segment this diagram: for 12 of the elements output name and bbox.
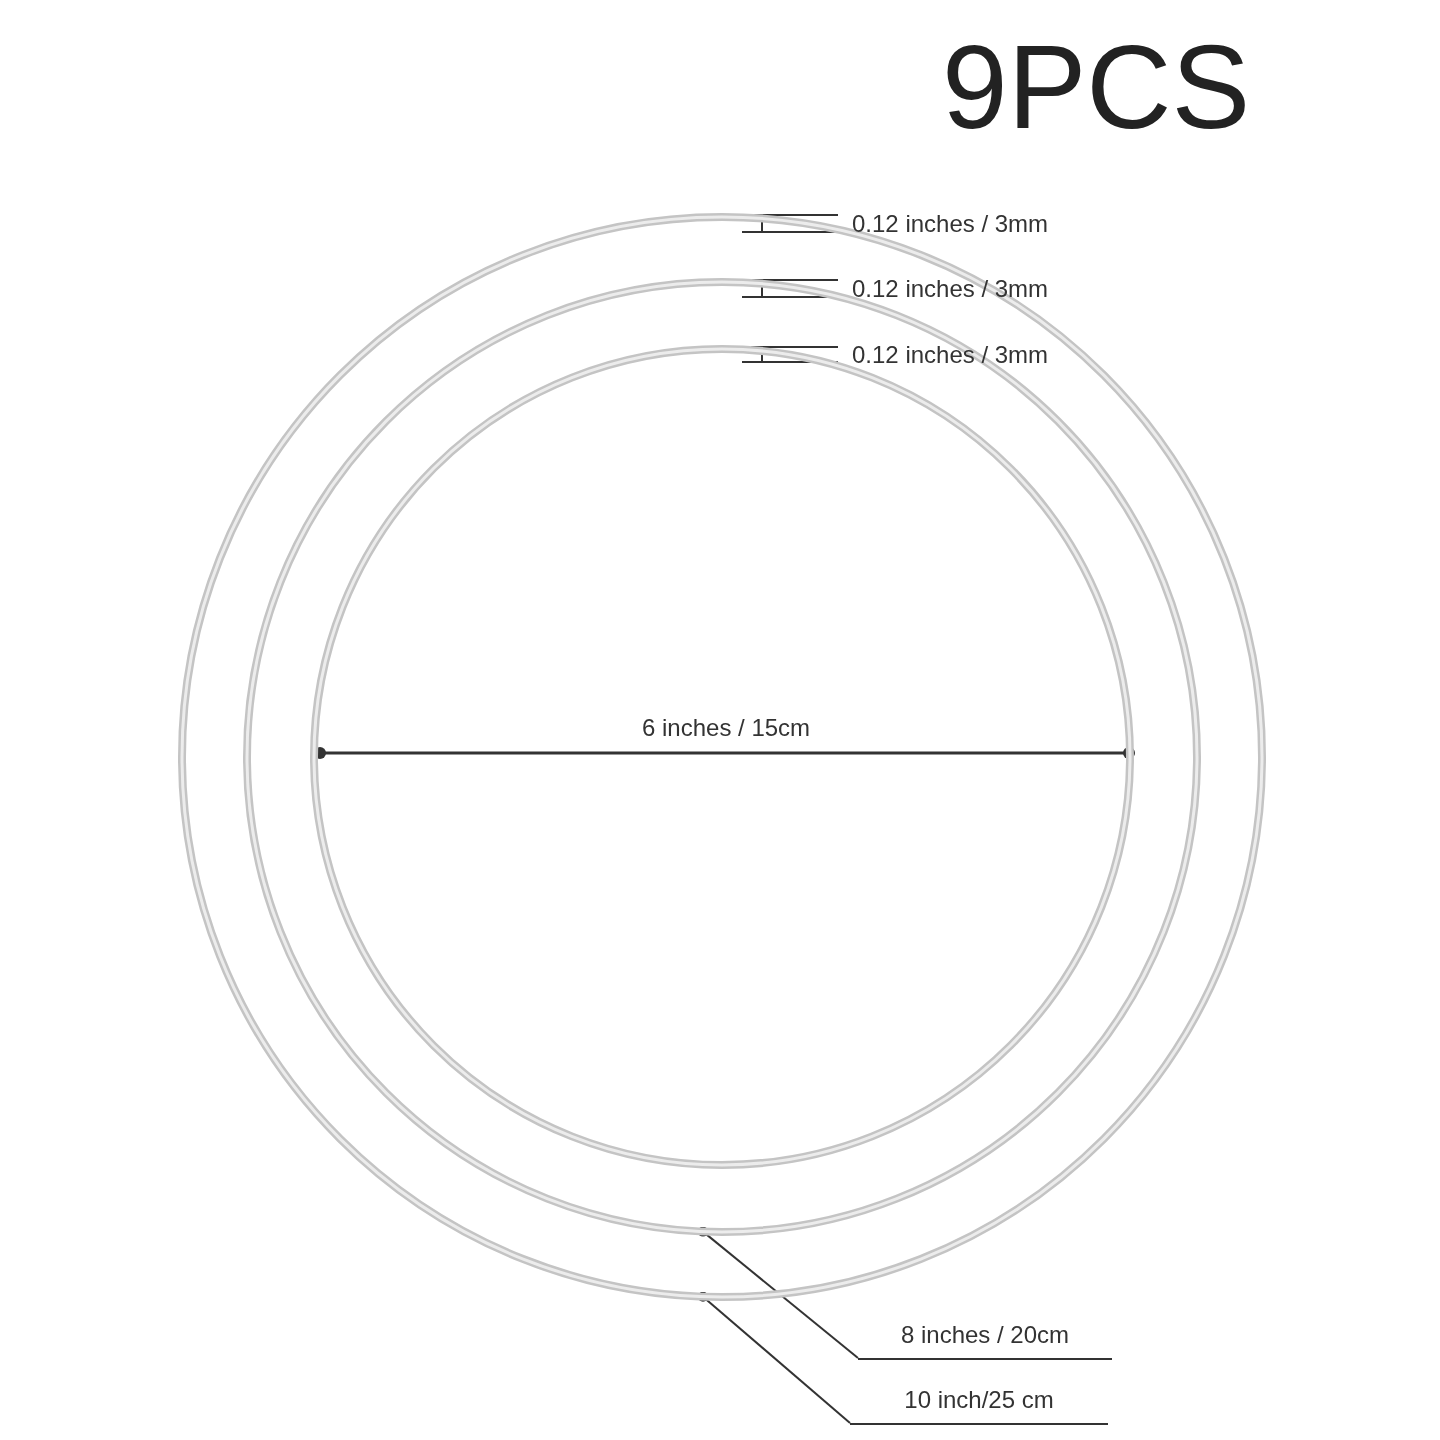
dimension-label: 0.12 inches / 3mm bbox=[852, 274, 1049, 303]
dimension-label: 10 inch/25 cm bbox=[850, 1383, 1108, 1425]
dimension-label: 0.12 inches / 3mm bbox=[852, 209, 1049, 238]
dimension-label: 8 inches / 20cm bbox=[858, 1318, 1112, 1360]
dimension-label: 0.12 inches / 3mm bbox=[852, 340, 1049, 369]
title: 9PCS bbox=[942, 22, 1251, 152]
leader-line bbox=[698, 1291, 851, 1424]
leader-line bbox=[698, 1226, 859, 1359]
ring-drawing bbox=[243, 278, 1201, 1236]
ring-drawing bbox=[178, 213, 1266, 1301]
dimension-label: 6 inches / 15cm bbox=[642, 714, 811, 742]
ring-drawing bbox=[310, 345, 1134, 1169]
